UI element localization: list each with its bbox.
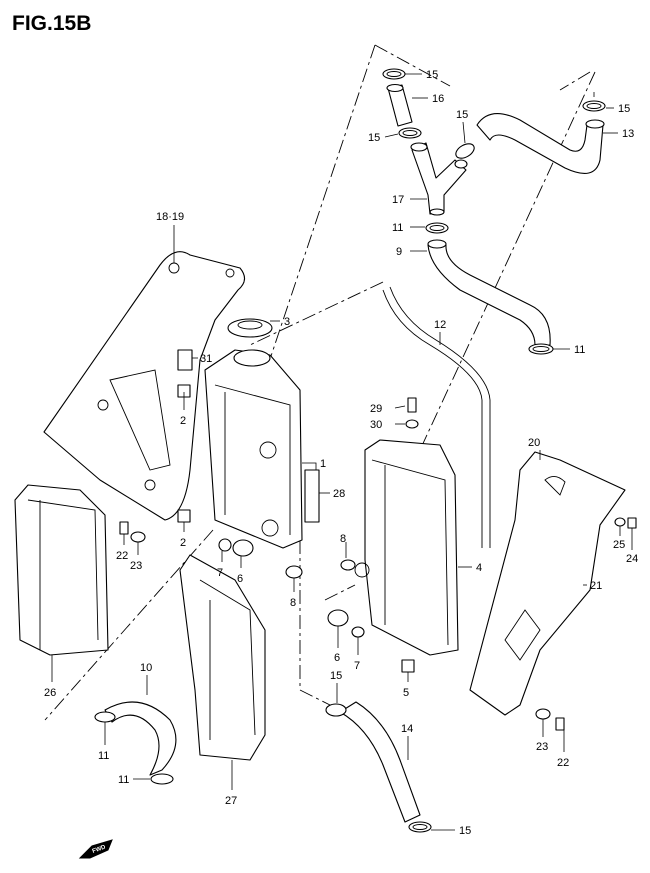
hose-10	[104, 701, 177, 776]
callout-number-c23b: 23	[536, 741, 548, 753]
callout-number-c2b: 2	[180, 537, 186, 549]
hose-16	[386, 83, 413, 127]
callout-number-c29: 29	[370, 403, 382, 415]
hose-clamp-15-f	[408, 821, 432, 833]
forward-label: FWD	[92, 844, 108, 855]
callout-number-c8b: 8	[290, 597, 296, 609]
hose-clamp-11-a	[425, 222, 449, 234]
washer-30	[405, 419, 419, 429]
bolt-8-left	[285, 565, 303, 579]
hose-9	[427, 239, 551, 346]
callout-number-c11c: 11	[98, 750, 109, 762]
leader-lines	[51, 73, 633, 831]
callout-number-c17: 17	[392, 194, 404, 206]
callout-number-c26: 26	[44, 687, 56, 699]
callout-number-c25: 25	[613, 539, 625, 551]
hose-clamp-11-b	[528, 343, 554, 355]
callout-number-c6a: 6	[237, 573, 243, 585]
callout-number-c28: 28	[333, 488, 345, 500]
callout-number-c24: 24	[626, 553, 638, 565]
callout-number-c2a: 2	[180, 415, 186, 427]
callout-number-c11a: 11	[392, 222, 403, 234]
hose-clamp-15-top	[382, 68, 406, 80]
callout-number-c14: 14	[401, 723, 413, 735]
callout-number-c5: 5	[403, 687, 409, 699]
hose-14	[339, 701, 421, 823]
figure-title: FIG.15B	[12, 12, 91, 35]
hose-clamp-15-b	[398, 127, 422, 139]
clip-5	[401, 659, 415, 673]
radiator-cap-3	[227, 318, 273, 338]
bolt-29	[407, 397, 417, 413]
hose-clamp-11-c	[94, 711, 116, 723]
hose-clamp-15-d	[582, 100, 606, 112]
grommet-6-right	[327, 609, 349, 627]
callout-number-c27: 27	[225, 795, 237, 807]
callout-number-c18_19: 18·19	[156, 211, 184, 223]
collar-7-right	[351, 626, 365, 638]
radiator-right-4	[354, 439, 459, 656]
washer-23-left	[130, 531, 146, 543]
forward-arrow-icon: FWD	[78, 839, 113, 859]
washer-23-right	[535, 708, 551, 720]
bolt-22-left	[119, 521, 129, 535]
callout-number-c7a: 7	[217, 567, 223, 579]
bolt-8-right	[340, 559, 356, 571]
callout-number-c31: 31	[200, 353, 212, 365]
callout-number-c22b: 22	[557, 757, 569, 769]
bolt-22-right	[555, 717, 565, 731]
hose-clamp-15-c	[455, 143, 475, 159]
callout-number-c23a: 23	[130, 560, 142, 572]
cushion-31	[177, 349, 193, 371]
grommet-6-left	[232, 539, 254, 557]
callout-number-c15d: 15	[618, 103, 630, 115]
hose-clamp-15-e	[325, 703, 347, 717]
clip-2-lower	[177, 509, 191, 523]
radiator-guard-27	[179, 554, 266, 761]
y-joint-17	[410, 142, 468, 216]
radiator-left-1	[204, 349, 303, 549]
callout-number-c30: 30	[370, 419, 382, 431]
callout-number-c10: 10	[140, 662, 152, 674]
bolt-24	[627, 517, 637, 529]
callout-number-c15a: 15	[426, 69, 438, 81]
callout-number-c15e: 15	[330, 670, 342, 682]
hose-clamp-11-d	[150, 773, 174, 785]
hose-13	[476, 113, 605, 174]
callout-number-c9: 9	[396, 246, 402, 258]
overflow-tube-12	[382, 286, 491, 548]
callout-number-c1: 1	[320, 458, 326, 470]
washer-25	[614, 517, 626, 527]
callout-number-c16: 16	[432, 93, 444, 105]
callout-number-c15f: 15	[459, 825, 471, 837]
callout-number-c11d: 11	[118, 774, 129, 786]
callout-number-c15c: 15	[456, 109, 468, 121]
radiator-guard-26	[14, 484, 109, 656]
callout-number-c22a: 22	[116, 550, 128, 562]
callout-number-c4: 4	[476, 562, 482, 574]
callout-number-c11b: 11	[574, 344, 585, 356]
callout-number-c7b: 7	[354, 660, 360, 672]
callout-number-c3: 3	[284, 316, 290, 328]
seal-28	[304, 469, 320, 523]
reference-lines	[44, 44, 596, 721]
callout-number-c8a: 8	[340, 533, 346, 545]
collar-7-left	[218, 538, 232, 552]
callout-number-c20: 20	[528, 437, 540, 449]
radiator-shroud-20-21	[469, 451, 626, 716]
callout-number-c21: 21	[590, 580, 602, 592]
callout-number-c12: 12	[434, 319, 446, 331]
callout-number-c15b: 15	[368, 132, 380, 144]
callout-number-c6b: 6	[334, 652, 340, 664]
callout-number-c13: 13	[622, 128, 634, 140]
